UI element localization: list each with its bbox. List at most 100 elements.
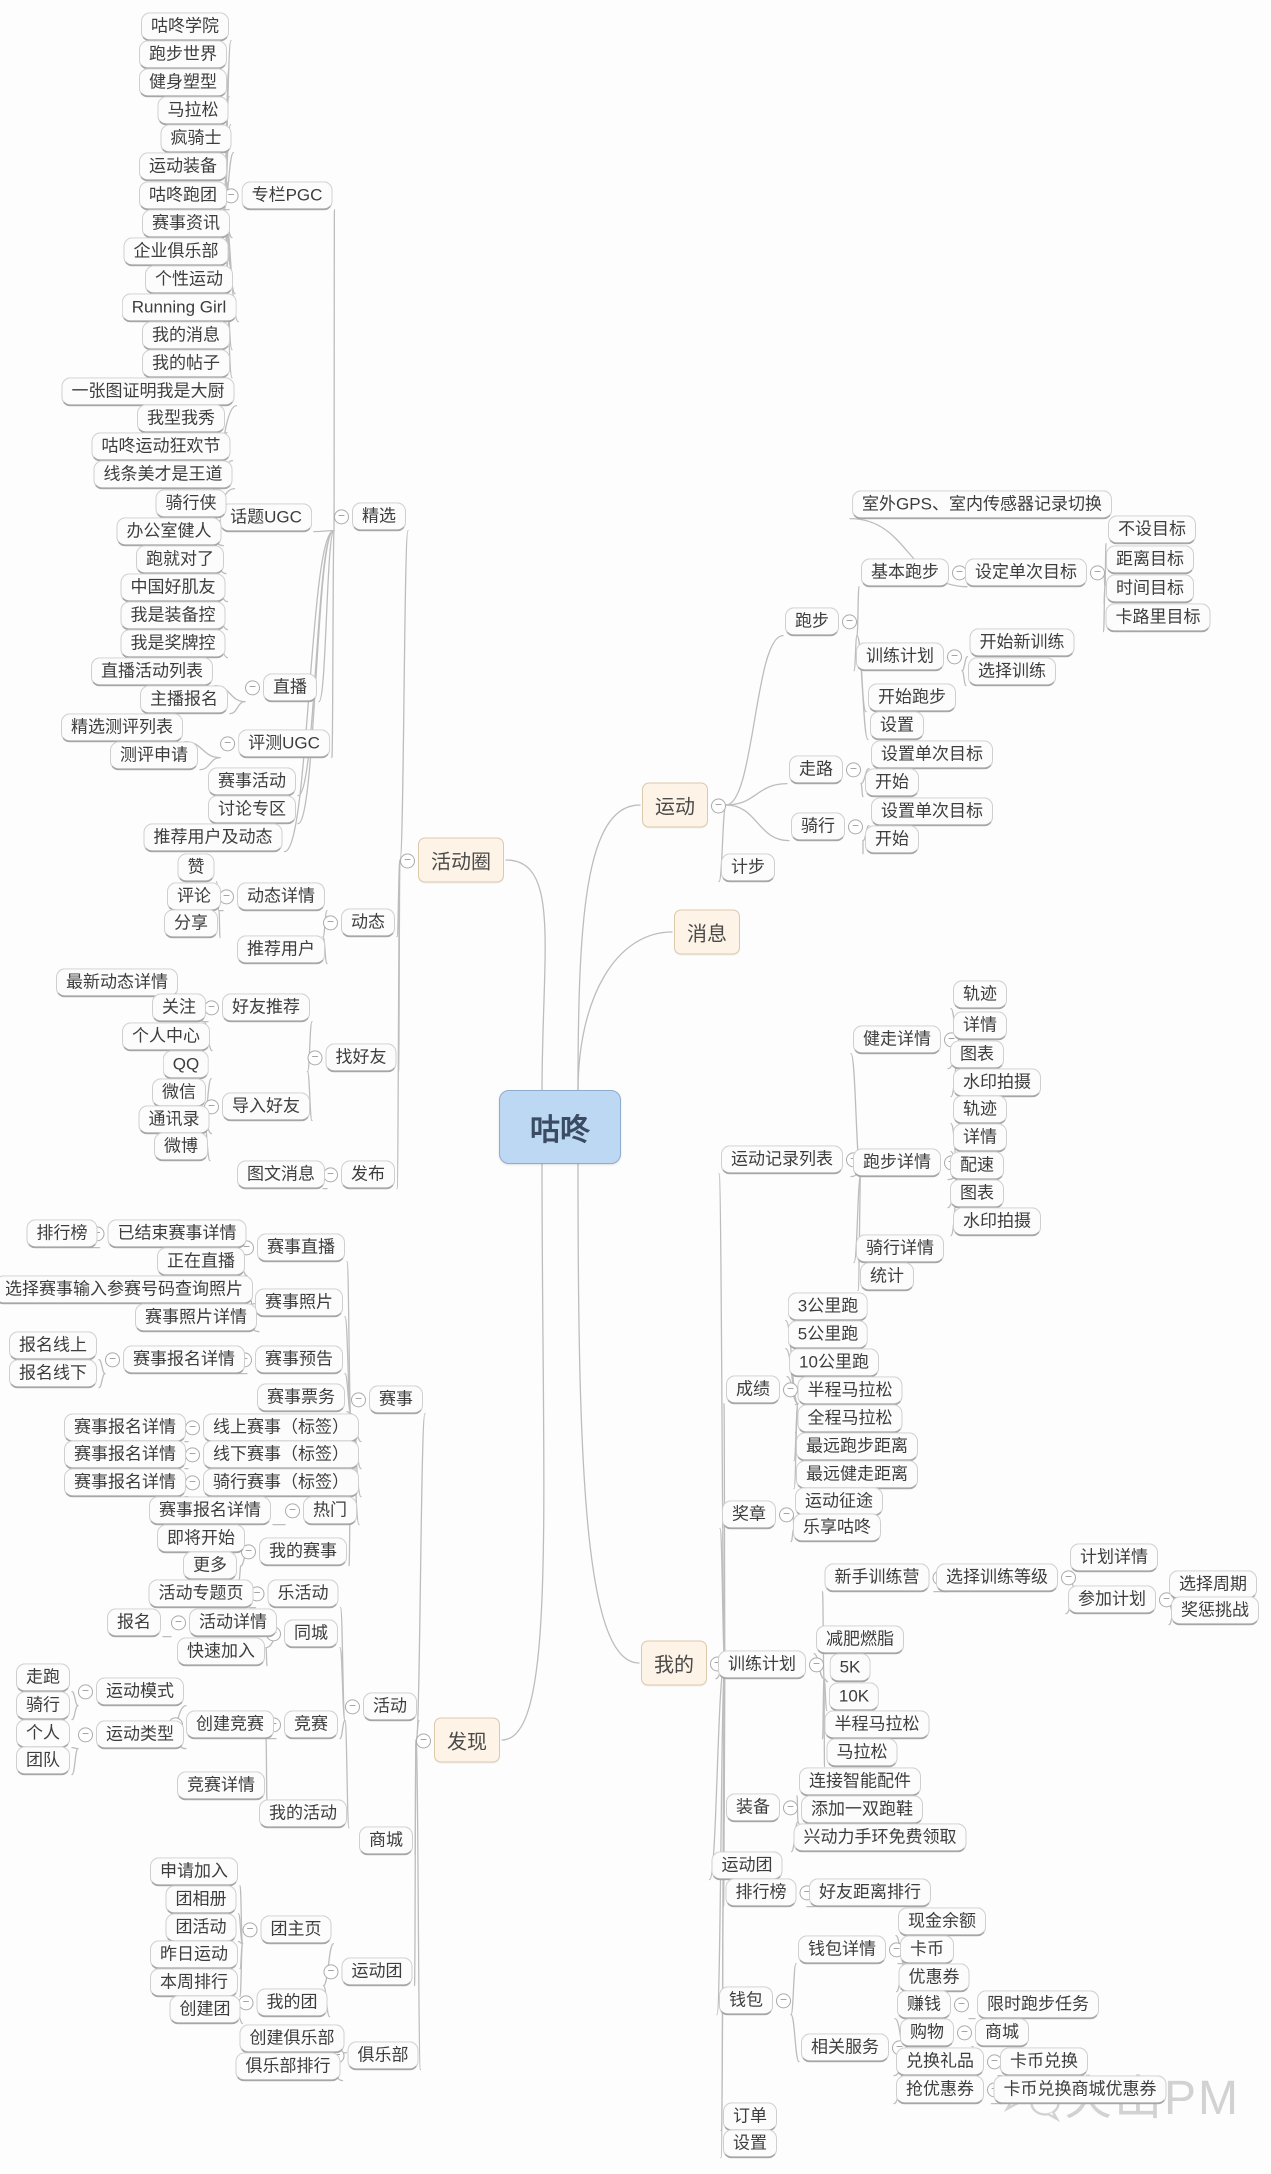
mindmap-node: 马拉松 <box>157 96 229 126</box>
mindmap-node: 报名线上 <box>9 1331 97 1361</box>
mindmap-node: 运动装备 <box>139 152 227 182</box>
collapse-icon: − <box>285 1503 300 1519</box>
mindmap-node: 活动专题页 <box>148 1579 254 1609</box>
collapse-icon: − <box>242 1922 258 1938</box>
mindmap-node: 跑步− <box>785 607 857 637</box>
mindmap-node: 走路− <box>789 755 861 785</box>
mindmap-node: 半程马拉松 <box>797 1376 903 1406</box>
mindmap-node: 我的活动 <box>259 1799 347 1829</box>
mindmap-edge <box>71 1690 79 1707</box>
mindmap-node: 时间目标 <box>1106 574 1194 604</box>
mindmap-node: 运动团 <box>711 1851 783 1881</box>
mindmap-node: 赛事− <box>351 1385 423 1415</box>
mindmap-edge <box>396 859 401 1190</box>
collapse-icon: − <box>241 1544 256 1560</box>
mindmap-edge <box>1102 585 1106 633</box>
mindmap-node: 图文消息 <box>237 1160 325 1190</box>
mindmap-node: 商城 <box>359 1826 413 1856</box>
mindmap-node: 办公室健人 <box>116 517 222 547</box>
mindmap-node: 申请加入 <box>150 1857 238 1887</box>
mindmap-edge <box>218 909 221 939</box>
mindmap-node: 团活动 <box>165 1913 237 1943</box>
mindmap-node: 添加一双跑鞋 <box>801 1795 923 1825</box>
mindmap-node: 新手训练营− <box>824 1563 948 1593</box>
mindmap-node: 马拉松 <box>826 1738 898 1768</box>
mindmap-node: 本周排行 <box>150 1968 238 1998</box>
collapse-icon: − <box>711 798 726 813</box>
mindmap-edge <box>71 1746 79 1750</box>
collapse-icon: − <box>809 1657 824 1673</box>
mindmap-node: 跑步详情− <box>853 1148 959 1178</box>
mindmap-node: 详情 <box>953 1011 1007 1041</box>
mindmap-node: 我的团− <box>238 1988 328 2018</box>
mindmap-edge <box>239 1942 244 1998</box>
mindmap-node: 5K <box>829 1653 871 1683</box>
mindmap-edge <box>71 1704 79 1721</box>
mindmap-node: 个人中心 <box>122 1022 210 1052</box>
mindmap-node: 10K <box>828 1682 880 1712</box>
mindmap-node: 统计 <box>860 1262 914 1292</box>
mindmap-node: 赛事报名详情 <box>64 1440 186 1470</box>
collapse-icon: − <box>848 819 863 835</box>
mindmap-node: 通讯录 <box>138 1105 210 1135</box>
mindmap-node: 竞赛详情 <box>177 1771 265 1801</box>
mindmap-node: 赛事活动 <box>208 767 296 797</box>
mindmap-node: 走跑 <box>16 1663 70 1693</box>
mindmap-node: 创建竞赛− <box>168 1710 274 1740</box>
mindmap-node: 报名 <box>107 1608 161 1638</box>
mindmap-edge <box>297 529 335 825</box>
mindmap-node: 不设目标 <box>1108 515 1196 545</box>
mindmap-edge <box>415 1412 426 1741</box>
mindmap-node: 活动详情− <box>171 1608 277 1638</box>
mindmap-node: 微信 <box>152 1078 206 1108</box>
collapse-icon: − <box>219 889 234 905</box>
mindmap-node: 参加计划− <box>1068 1585 1174 1615</box>
mindmap-edge <box>790 1962 797 2016</box>
collapse-icon: − <box>947 649 962 665</box>
collapse-icon: − <box>78 1684 93 1700</box>
mindmap-node: 开始 <box>865 825 919 855</box>
mindmap-node: 动态− <box>323 908 395 938</box>
mindmap-node: 赛事预告− <box>237 1345 343 1375</box>
mindmap-node: 开始跑步 <box>868 683 956 713</box>
mindmap-edge <box>501 1161 545 1741</box>
mindmap-node: 找好友− <box>307 1043 397 1073</box>
mindmap-node: QQ <box>162 1050 210 1080</box>
mindmap-node: 成绩− <box>726 1375 798 1405</box>
mindmap-node: 微博 <box>154 1132 208 1162</box>
mindmap-node: 骑行− <box>791 812 863 842</box>
mindmap-node: 更多 <box>183 1551 237 1581</box>
mindmap-edge <box>265 1646 268 1667</box>
mindmap-node: 赛事照片详情 <box>135 1303 257 1333</box>
mindmap-node: 测评申请 <box>110 741 198 771</box>
mindmap-node: 设置 <box>723 2129 777 2159</box>
mindmap-edge <box>856 634 869 741</box>
mindmap-node: 直播活动列表 <box>91 657 213 687</box>
mindmap-node: 活动− <box>345 1692 417 1722</box>
collapse-icon: − <box>1090 565 1105 581</box>
mindmap-node: 咕咚运动狂欢节 <box>91 432 231 462</box>
mindmap-node: 配速 <box>950 1151 1004 1181</box>
mindmap-node: 话题UGC− <box>202 503 312 533</box>
mindmap-node: 减肥燃脂 <box>816 1625 904 1655</box>
mindmap-node: 最远健走距离 <box>796 1460 918 1490</box>
mindmap-node: Running Girl <box>121 293 237 323</box>
collapse-icon: − <box>842 614 857 630</box>
mindmap-edge <box>577 1161 640 1664</box>
mindmap-node: 线上赛事（标签）− <box>185 1413 359 1443</box>
mindmap-node: 轨迹 <box>953 980 1007 1010</box>
mindmap-edge <box>860 782 864 798</box>
collapse-icon: − <box>783 1382 798 1398</box>
mindmap-node: 限时跑步任务 <box>977 1990 1099 2020</box>
collapse-icon: − <box>783 1800 798 1816</box>
mindmap-node: 运动类型− <box>78 1720 184 1750</box>
branch-node: 我的− <box>641 1640 725 1686</box>
mindmap-node: 选择训练等级− <box>936 1563 1076 1593</box>
mindmap-node: 赛事报名详情 <box>64 1468 186 1498</box>
mindmap-edge <box>961 669 967 687</box>
mindmap-edge <box>725 634 784 806</box>
mindmap-edge <box>71 1747 79 1776</box>
mindmap-edge <box>339 1646 346 1722</box>
